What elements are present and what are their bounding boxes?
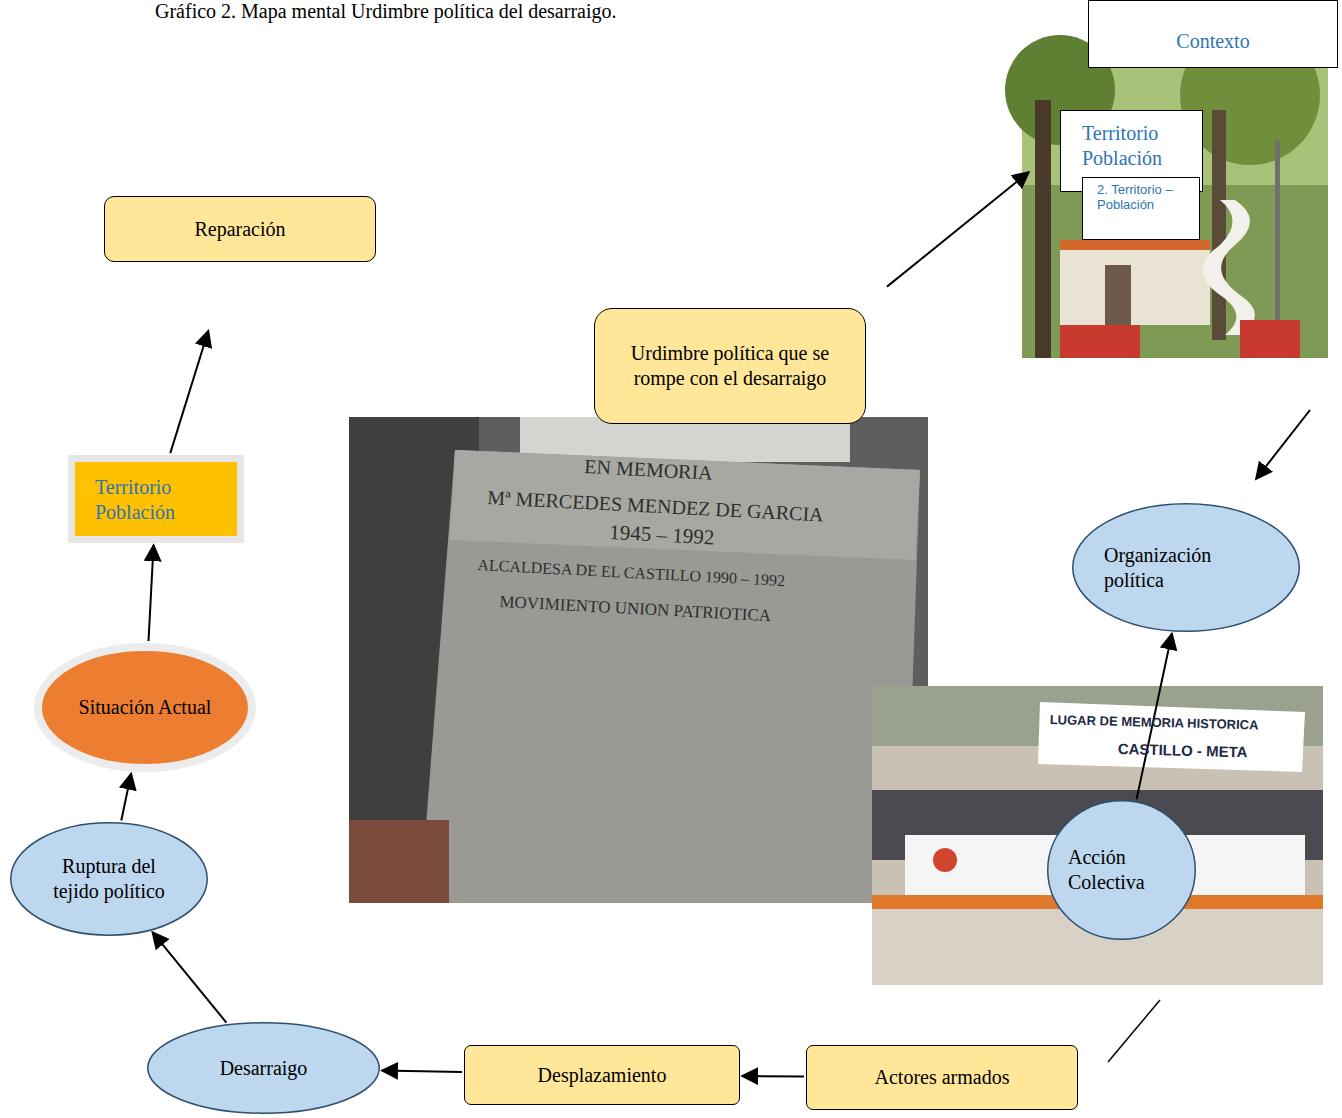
node-text: Organización política	[1104, 543, 1268, 593]
node-text: Ruptura del tejido político	[38, 854, 181, 904]
red-bench	[1060, 325, 1140, 358]
plaque-inscription: EN MEMORIA	[584, 455, 713, 485]
territory-tag: 2. Territorio – Población	[1082, 177, 1200, 240]
tree-trunk	[1212, 110, 1226, 340]
node-text: Acción Colectiva	[1068, 845, 1175, 895]
central-box: Urdimbre política que se rompe con el de…	[594, 308, 866, 424]
door	[1105, 265, 1131, 325]
flowers	[933, 848, 957, 872]
pointer-arrow	[1256, 410, 1310, 479]
ellipse-shape	[38, 647, 252, 768]
process-box: Actores armados	[806, 1045, 1078, 1110]
ellipse-shape	[1048, 801, 1196, 940]
concept-ellipse: Ruptura del tejido político	[10, 822, 208, 936]
context-box: Contexto	[1088, 0, 1338, 68]
arrow-connector	[742, 1075, 804, 1077]
process-box: Reparación	[104, 196, 376, 262]
concept-ellipse: Acción Colectiva	[1047, 800, 1196, 940]
photo-ground	[872, 686, 1323, 985]
node-text: Reparación	[194, 217, 285, 242]
text-block: Situación Actual	[79, 695, 212, 720]
tree-trunk	[1035, 100, 1051, 358]
text-block: Territorio Población	[95, 475, 229, 525]
arrow-connector	[149, 545, 154, 641]
text-block: Acción Colectiva	[1068, 845, 1175, 895]
diagram-title: Gráfico 2. Mapa mental Urdimbre política…	[155, 0, 617, 23]
photo-ground	[349, 417, 928, 903]
arrow-connector	[152, 932, 226, 1023]
building	[1060, 240, 1210, 325]
brick-base	[349, 820, 449, 903]
ellipse-outline	[10, 822, 208, 936]
pointer-line	[1108, 1000, 1160, 1062]
text-block: 2. Territorio – Población	[1097, 182, 1193, 212]
node-text: Urdimbre política que se rompe con el de…	[613, 341, 847, 391]
node-text: Desarraigo	[220, 1056, 308, 1081]
plaque-inscription: Mª MERCEDES MENDEZ DE GARCIA	[487, 486, 824, 527]
plaque-inscription: ALCALDESA DE EL CASTILLO 1990 – 1992	[477, 556, 785, 590]
ellipse-outline	[1072, 503, 1300, 632]
node-text: Situación Actual	[79, 695, 212, 720]
building-trim	[1060, 240, 1210, 250]
process-box: Desplazamiento	[464, 1045, 740, 1105]
node-text: Territorio Población	[1082, 121, 1196, 171]
text-block: Desplazamiento	[538, 1063, 667, 1088]
red-bench	[1240, 320, 1300, 358]
park-photo	[1005, 25, 1328, 358]
node-text: Territorio Población	[95, 475, 229, 525]
text-block: Organización política	[1104, 543, 1268, 593]
stone-light	[450, 450, 920, 560]
banner-text: LUGAR DE MEMORIA HISTORICA	[1050, 712, 1259, 732]
banner-text: CASTILLO - META	[1118, 740, 1248, 760]
text-block: Urdimbre política que se rompe con el de…	[613, 341, 847, 391]
territory-box: Territorio Población	[68, 455, 244, 543]
plaque-inscription: 1945 – 1992	[609, 520, 715, 550]
plaque-inscription: MOVIMIENTO UNION PATRIOTICA	[499, 592, 772, 626]
status-ellipse: Situación Actual	[34, 643, 256, 772]
event-photo	[872, 686, 1323, 985]
node-text: 2. Territorio – Población	[1097, 182, 1193, 212]
text-block: Reparación	[194, 217, 285, 242]
text-block: Actores armados	[875, 1065, 1010, 1090]
arrow-connector	[170, 331, 208, 453]
ellipse-shape	[148, 1023, 380, 1114]
arrow-connector	[382, 1070, 462, 1072]
stone-plaque	[420, 450, 920, 903]
concept-ellipse: Organización política	[1072, 503, 1300, 632]
text-block: Territorio Población	[1082, 121, 1196, 171]
node-text: Contexto	[1176, 29, 1249, 54]
text-block: Ruptura del tejido político	[38, 854, 181, 904]
arrow-connector	[121, 773, 131, 820]
text-block: Desarraigo	[220, 1056, 308, 1081]
text-block: Contexto	[1176, 29, 1249, 54]
node-text: Actores armados	[875, 1065, 1010, 1090]
node-text: Desplazamiento	[538, 1063, 667, 1088]
arrow-connector	[887, 172, 1029, 287]
banner	[1038, 702, 1305, 772]
plaque-photo	[349, 417, 928, 903]
ellipse-shape	[11, 823, 208, 936]
slide	[1203, 200, 1256, 335]
concept-ellipse: Desarraigo	[147, 1022, 380, 1114]
ellipse-outline	[1047, 800, 1196, 940]
ellipse-shape	[1073, 504, 1300, 632]
